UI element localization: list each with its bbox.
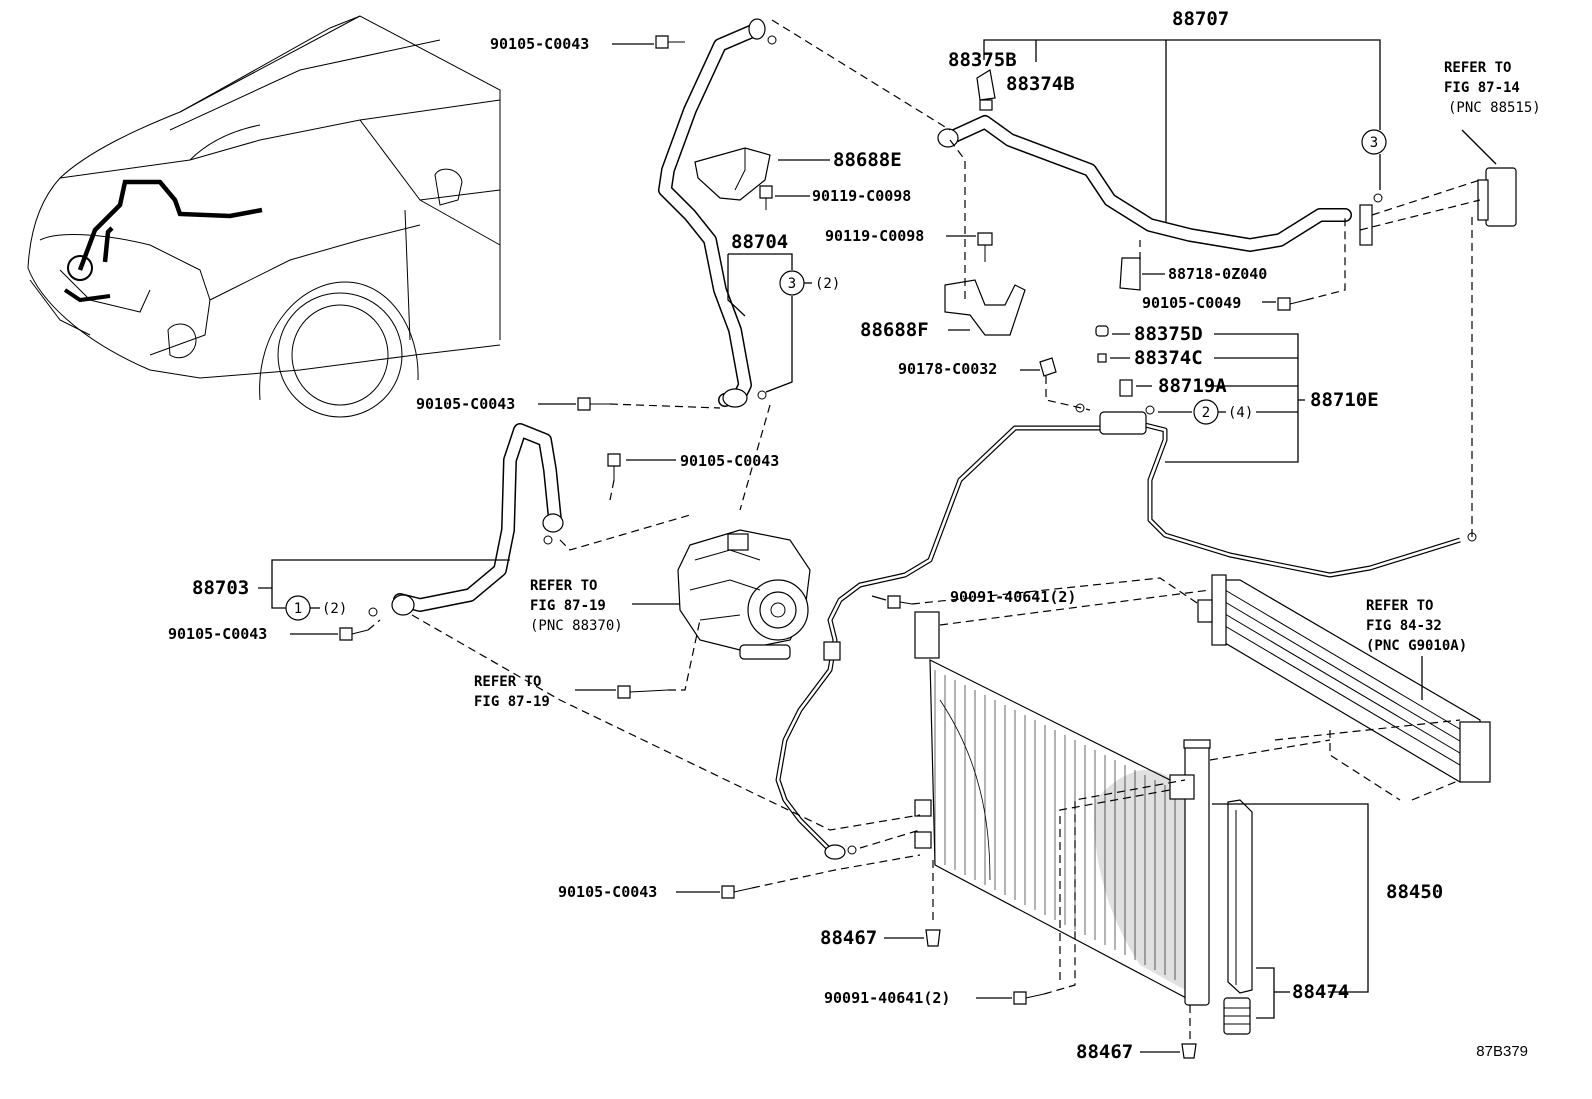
bracket-88688E xyxy=(694,147,771,201)
part-label-88704: 88704 xyxy=(731,231,788,253)
part-label-88374b: 88374B xyxy=(1006,73,1075,95)
callout-qty: (4) xyxy=(1228,405,1253,421)
callout-number: 3 xyxy=(788,276,796,292)
callout-1: 1 (2) xyxy=(285,595,347,621)
callout-number: 3 xyxy=(1370,135,1378,151)
part-label-90105-c0043-bottom: 90105-C0043 xyxy=(558,883,657,901)
bracket-88688F xyxy=(944,279,1026,336)
refer-pnc: (PNC 88515) xyxy=(1448,100,1541,116)
part-label-88719a: 88719A xyxy=(1158,375,1227,397)
part-label-90105-c0043: 90105-C0043 xyxy=(490,35,589,53)
callout-number: 1 xyxy=(294,601,302,617)
part-label-90178-c0032: 90178-C0032 xyxy=(898,360,997,378)
part-label-90091-40641-bottom: 90091-40641(2) xyxy=(824,989,950,1007)
callout-3-mid: 3 (2) xyxy=(779,270,840,296)
refer-fig: FIG 87-19 xyxy=(474,694,550,710)
part-label-88374c: 88374C xyxy=(1134,347,1203,369)
callout-3-top: 3 xyxy=(1361,129,1387,155)
part-label-90091-40641-top: 90091-40641(2) xyxy=(950,588,1076,606)
callout-qty: (2) xyxy=(322,601,347,617)
refer-to-fig-87-14: REFER TO FIG 87-14 (PNC 88515) xyxy=(1444,60,1541,116)
part-label-88688e: 88688E xyxy=(833,149,902,171)
part-label-90119-c0098-b: 90119-C0098 xyxy=(825,227,924,245)
part-label-90105-c0043-left: 90105-C0043 xyxy=(168,625,267,643)
compressor xyxy=(677,529,811,660)
part-label-88375b: 88375B xyxy=(948,49,1017,71)
part-label-88467: 88467 xyxy=(820,927,877,949)
refer-to-fig-87-19-compressor: REFER TO FIG 87-19 (PNC 88370) xyxy=(530,578,623,634)
refer-fig: FIG 87-14 xyxy=(1444,80,1520,96)
refer-fig: FIG 84-32 xyxy=(1366,618,1442,634)
refer-to-fig-87-19-bolt: REFER TO FIG 87-19 xyxy=(474,674,550,710)
part-label-88718-0z040: 88718-0Z040 xyxy=(1168,265,1267,283)
part-label-88375d: 88375D xyxy=(1134,323,1203,345)
diagram-id: 87B379 xyxy=(1476,1043,1528,1060)
part-label-88710e: 88710E xyxy=(1310,389,1379,411)
refer-line: REFER TO xyxy=(1366,598,1433,614)
leader-lines xyxy=(258,39,1497,1053)
part-label-90105-c0049: 90105-C0049 xyxy=(1142,294,1241,312)
refer-line: REFER TO xyxy=(474,674,541,690)
drier-insert-88474 xyxy=(1223,799,1253,1035)
vehicle-illustration xyxy=(27,15,501,418)
fittings xyxy=(976,69,1517,397)
part-label-88450: 88450 xyxy=(1386,881,1443,903)
condenser xyxy=(914,611,1211,1006)
part-label-88474: 88474 xyxy=(1292,981,1349,1003)
part-label-90105-c0043-right: 90105-C0043 xyxy=(680,452,779,470)
part-label-88688f: 88688F xyxy=(860,319,929,341)
radiator-reference xyxy=(1197,574,1491,783)
callout-2: 2 (4) xyxy=(1193,399,1253,425)
liquid-lines xyxy=(775,411,1477,860)
refer-line: REFER TO xyxy=(530,578,597,594)
callout-number: 2 xyxy=(1202,405,1210,421)
part-label-88467-b: 88467 xyxy=(1076,1041,1133,1063)
refer-line: REFER TO xyxy=(1444,60,1511,76)
suction-hose-88707 xyxy=(937,115,1383,252)
refer-fig: FIG 87-19 xyxy=(530,598,606,614)
guide-lines xyxy=(367,19,1481,1044)
refer-pnc: (PNC G9010A) xyxy=(1366,638,1467,654)
suction-hose-88704 xyxy=(658,18,777,408)
part-label-90105-c0043-mid: 90105-C0043 xyxy=(416,395,515,413)
callout-qty: (2) xyxy=(815,276,840,292)
bolts xyxy=(339,35,1307,1059)
part-label-88703: 88703 xyxy=(192,577,249,599)
part-label-88707: 88707 xyxy=(1172,8,1229,30)
refer-to-fig-84-32: REFER TO FIG 84-32 (PNC G9010A) xyxy=(1366,598,1467,654)
part-label-90119-c0098: 90119-C0098 xyxy=(812,187,911,205)
discharge-hose-88703 xyxy=(368,423,564,617)
refer-pnc: (PNC 88370) xyxy=(530,618,623,634)
